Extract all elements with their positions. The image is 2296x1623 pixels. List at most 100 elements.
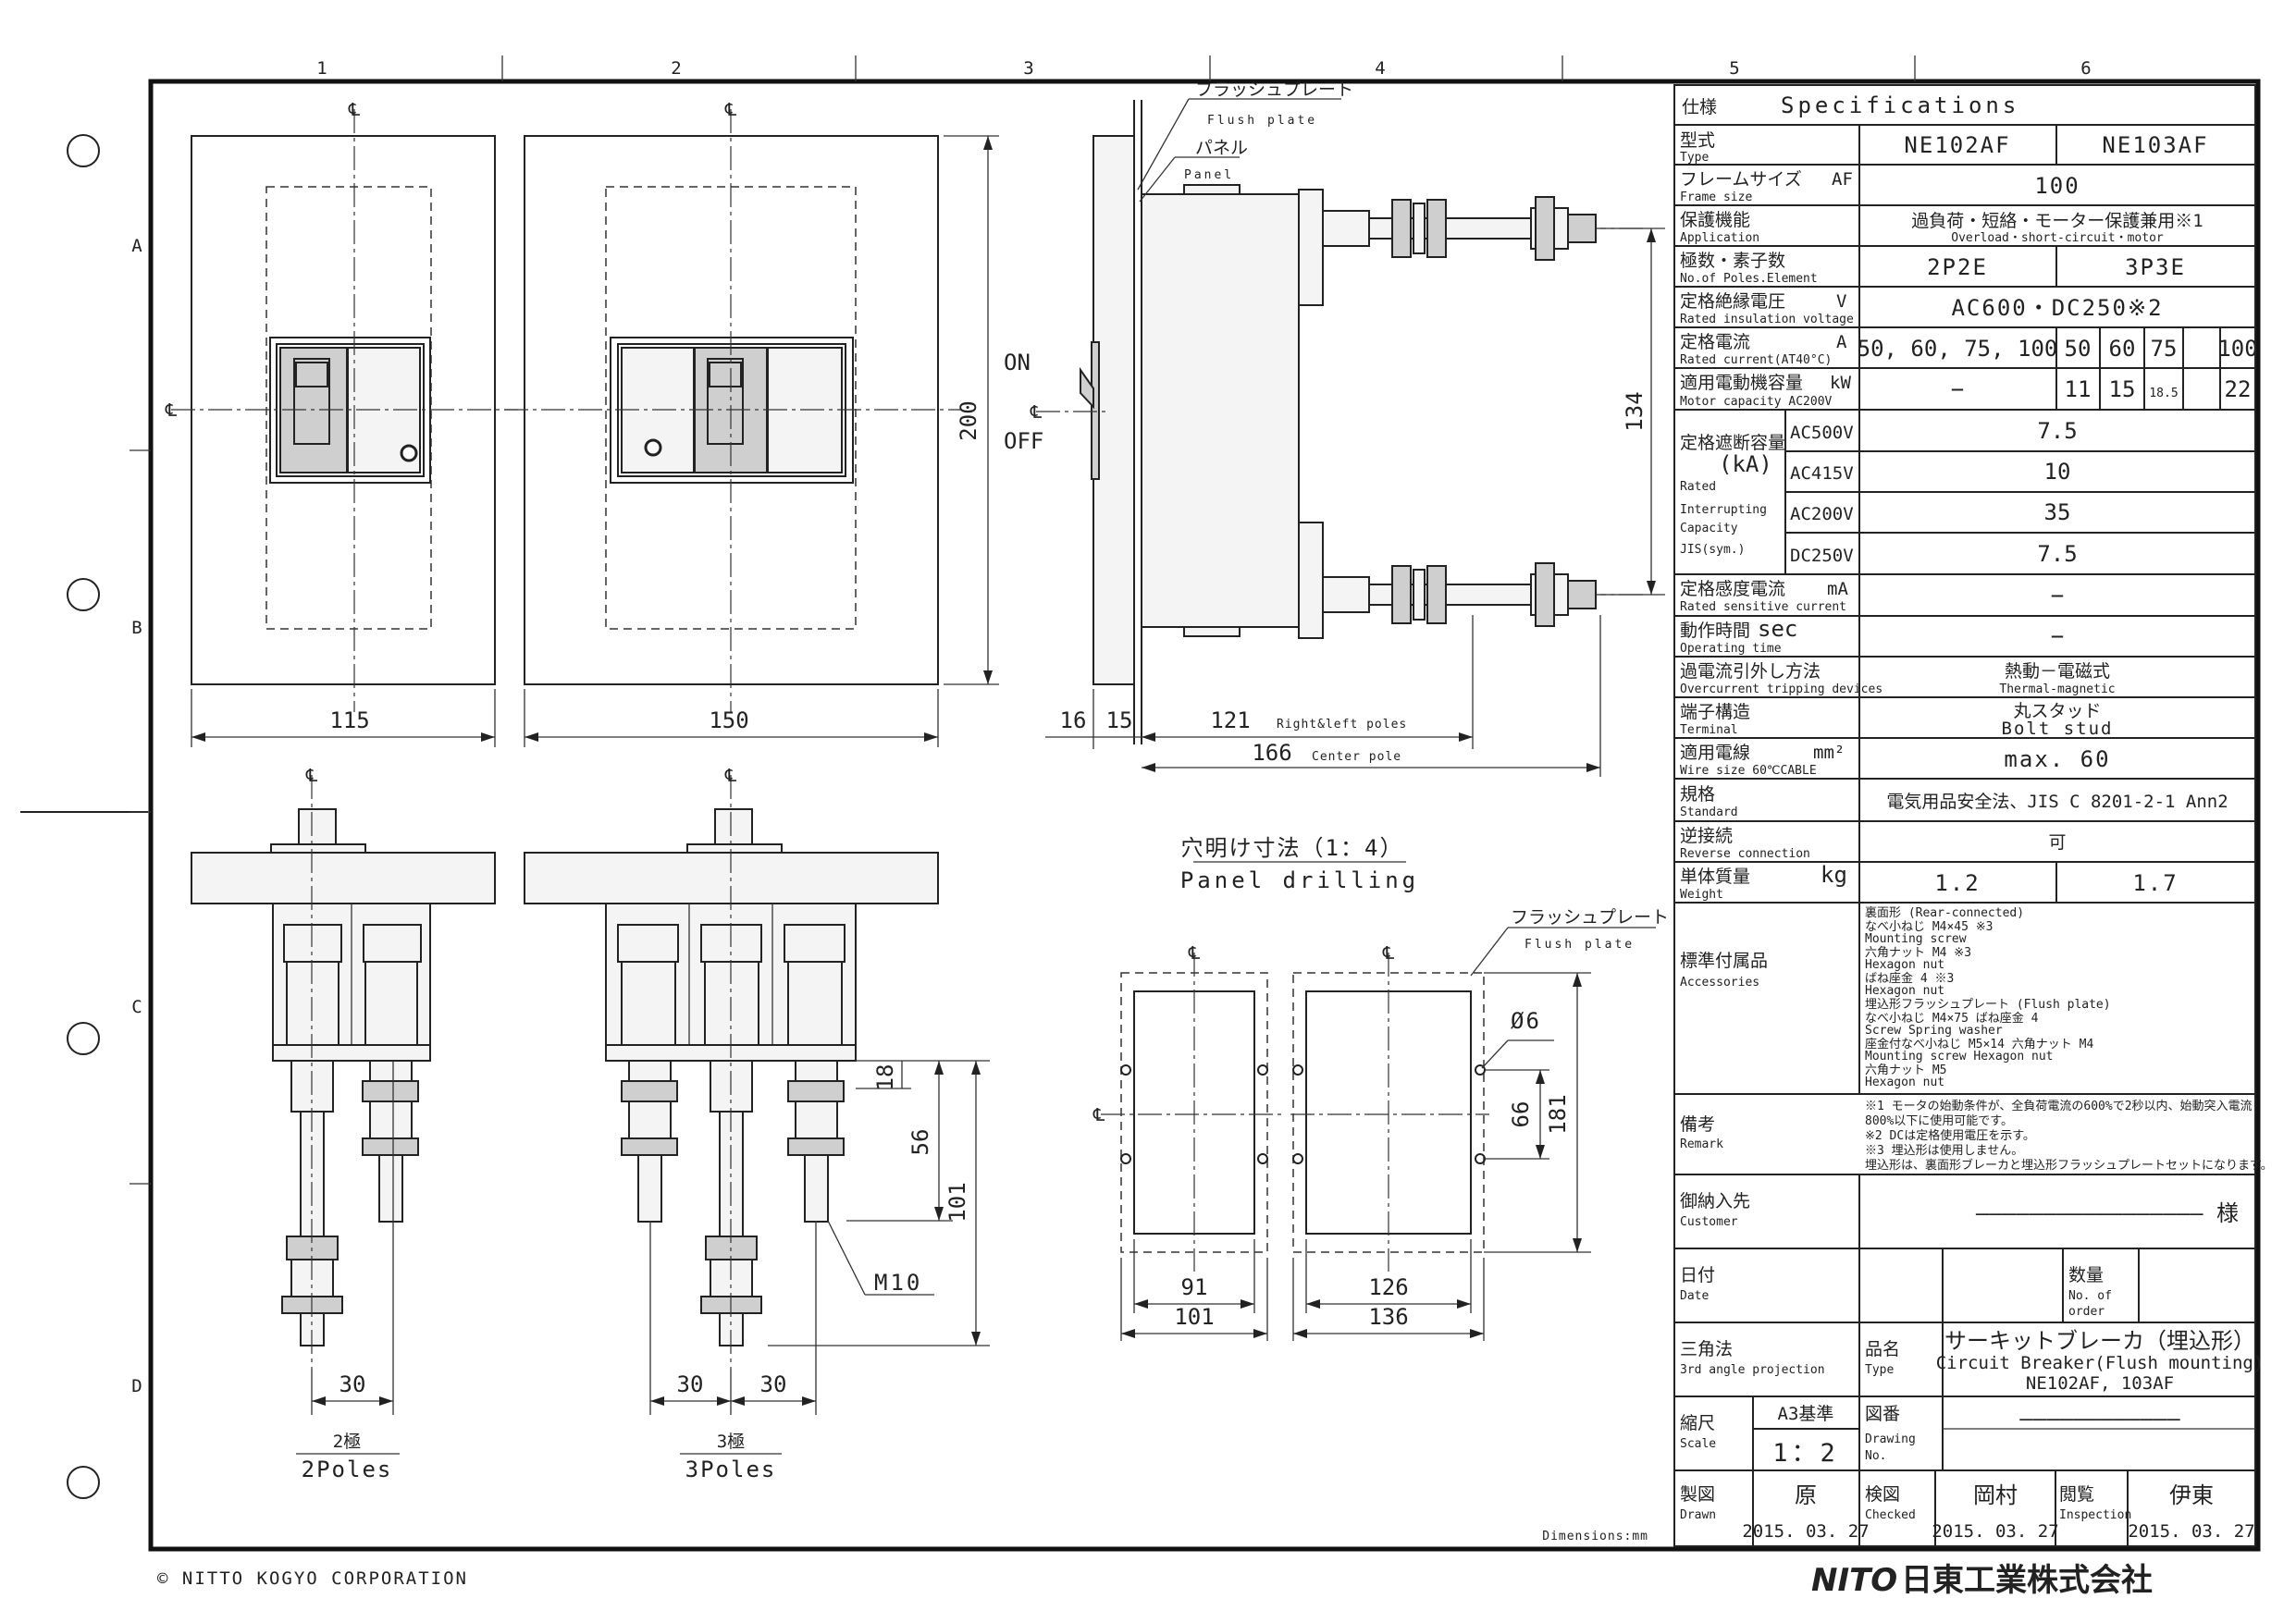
- accessory-line: 六角ナット M4 ※3: [1865, 946, 1971, 960]
- spec-operating-unit: sec: [1758, 616, 1797, 642]
- drawn-label-jp: 製図: [1680, 1484, 1715, 1505]
- spec-application-en: Application: [1680, 231, 1759, 245]
- accessory-line: 埋込形フラッシュプレート (Flush plate): [1865, 998, 2111, 1012]
- spec-reverse-en: Reverse connection: [1680, 847, 1810, 861]
- grid-row-a: A: [131, 236, 142, 256]
- accessory-line: Hexagon nut: [1865, 958, 1944, 972]
- spec-weight-2p: 1.2: [1934, 870, 1980, 896]
- spec-dc250v-value: 7.5: [2037, 541, 2077, 567]
- panel-drilling: 穴明け寸法（1：4） Panel drilling ℄ ℄ ℄ フラッシュプレー…: [1092, 835, 1669, 1341]
- spec-sensitive-jp: 定格感度電流: [1680, 579, 1785, 599]
- spec-interrupting-jp: 定格遮断容量: [1680, 433, 1785, 453]
- spec-insulation-unit: V: [1836, 291, 1846, 312]
- spec-current-3p-100: 100: [2217, 336, 2257, 362]
- dim-121: 121: [1210, 707, 1250, 733]
- title-block: 御納入先 Customer ――――――――――――――――― 様 日付 Dat…: [1680, 1174, 2264, 1546]
- spec-terminal-en: Terminal: [1680, 723, 1738, 737]
- spec-operating-en: Operating time: [1680, 642, 1782, 656]
- dim-136: 136: [1368, 1304, 1408, 1330]
- drawing-frame: [148, 79, 2261, 1552]
- paper-size: A3基準: [1778, 1404, 1834, 1424]
- label-off: OFF: [1004, 428, 1043, 454]
- accessory-line: なべ小ねじ M4×45 ※3: [1865, 920, 1994, 934]
- customer-value: ――――――――――――――――― 様: [1976, 1200, 2239, 1226]
- dim-166-note: Center pole: [1312, 750, 1401, 764]
- dim-stud-pitch: 134: [1622, 391, 1648, 431]
- caption-3poles-jp: 3極: [717, 1432, 745, 1452]
- accessory-line: Hexagon nut: [1865, 1076, 1944, 1089]
- grid-row-d: D: [131, 1376, 142, 1396]
- spec-insulation-value: AC600・DC250※2: [1951, 295, 2163, 321]
- spec-tripping-en: Overcurrent tripping devices: [1680, 682, 1882, 696]
- scale-label-jp: 縮尺: [1680, 1413, 1715, 1433]
- logo-mark: NITO: [1811, 1562, 1897, 1599]
- dim-101-stud: 101: [944, 1182, 970, 1222]
- centerline-mark: ℄: [1092, 1105, 1105, 1125]
- grid-col-4: 4: [1375, 58, 1385, 79]
- spec-motor-22: 22: [2225, 376, 2252, 402]
- label-panel-en: Panel: [1184, 168, 1234, 182]
- spec-motor-unit: kW: [1830, 373, 1851, 393]
- spec-reverse-value: 可: [2048, 832, 2066, 853]
- centerline-mark: ℄: [348, 100, 361, 120]
- logo-name: 日東工業株式会社: [1901, 1562, 2153, 1599]
- spec-ac200v: AC200V: [1790, 504, 1854, 524]
- accessory-line: Screw Spring washer: [1865, 1024, 2003, 1038]
- grid-ticks: [130, 55, 1916, 1185]
- centerline-mark: ℄: [165, 400, 178, 421]
- qty-label-jp: 数量: [2068, 1265, 2104, 1285]
- spec-accessories-en: Accessories: [1680, 976, 1759, 990]
- checked-label-en: Checked: [1865, 1508, 1916, 1522]
- drawing-no-value: ――――――――――――: [2019, 1406, 2180, 1432]
- product-name-jp: サーキットブレーカ（埋込形）: [1944, 1328, 2255, 1354]
- front-view-2-pole: ℄ ℄ 115: [165, 100, 518, 747]
- dim-15: 15: [1106, 707, 1133, 733]
- label-on: ON: [1004, 350, 1031, 375]
- spec-current-2p: 50, 60, 75, 100: [1858, 336, 2058, 362]
- spec-dc250v: DC250V: [1790, 546, 1854, 566]
- product-name-en: Circuit Breaker(Flush mounting): [1936, 1353, 2265, 1373]
- spec-motor-15: 15: [2109, 376, 2136, 402]
- spec-standard-jp: 規格: [1680, 784, 1715, 805]
- dim-16: 16: [1060, 707, 1087, 733]
- spec-application-sub: Overload・short-circuit・motor: [1951, 231, 2164, 245]
- dim-126: 126: [1368, 1274, 1408, 1300]
- product-models: NE102AF, 103AF: [2026, 1373, 2174, 1394]
- dim-66: 66: [1508, 1101, 1534, 1128]
- spec-motor-11: 11: [2065, 376, 2092, 402]
- spec-tripping-jp: 過電流引外し方法: [1680, 661, 1821, 682]
- drawing-no-jp: 図番: [1865, 1404, 1900, 1424]
- dim-56: 56: [907, 1129, 933, 1156]
- spec-current-3p-60: 60: [2109, 336, 2136, 362]
- bottom-view-3-pole: ℄ 30 30 18 56 101 M10 3極 3Poles: [524, 766, 990, 1482]
- spec-wire-unit: mm²: [1813, 743, 1845, 763]
- dim-height: 200: [956, 400, 981, 440]
- spec-standard-en: Standard: [1680, 805, 1738, 819]
- centerline-mark: ℄: [1030, 402, 1043, 423]
- checked-label-jp: 検図: [1865, 1484, 1900, 1505]
- drawn-name: 原: [1795, 1482, 1817, 1508]
- label-flush-plate-jp: フラッシュプレート: [1195, 80, 1353, 100]
- spec-terminal-jp: 端子構造: [1680, 702, 1750, 722]
- spec-current-3p-50: 50: [2065, 336, 2092, 362]
- label-thread: M10: [874, 1270, 922, 1296]
- spec-frame-en: Frame size: [1680, 191, 1752, 204]
- centerline-mark: ℄: [305, 766, 318, 786]
- spec-tripping-value: 熱動－電磁式: [2005, 661, 2110, 682]
- qty-label-en1: No. of: [2068, 1289, 2112, 1303]
- accessory-line: 裏面形 (Rear-connected): [1865, 906, 2024, 920]
- spec-type-jp: 型式: [1680, 130, 1715, 151]
- spec-current-en: Rated current(AT40°C): [1680, 353, 1832, 367]
- spec-frame-jp: フレームサイズ: [1680, 169, 1802, 190]
- remark-line: ※2 DCは定格使用電圧を示す。: [1865, 1128, 2035, 1143]
- dim-166: 166: [1252, 740, 1291, 766]
- spec-wire-jp: 適用電線: [1680, 743, 1750, 763]
- inspection-date: 2015. 03. 27: [2128, 1521, 2254, 1542]
- spec-ac415v: AC415V: [1790, 463, 1854, 484]
- caption-3poles-en: 3Poles: [685, 1457, 777, 1482]
- scale-value: 1：2: [1772, 1439, 1839, 1468]
- name-label-jp: 品名: [1865, 1339, 1900, 1359]
- label-flush-plate-en: Flush plate: [1207, 114, 1317, 128]
- spec-tripping-sub: Thermal-magnetic: [1999, 682, 2115, 696]
- spec-ac200v-value: 35: [2044, 499, 2071, 525]
